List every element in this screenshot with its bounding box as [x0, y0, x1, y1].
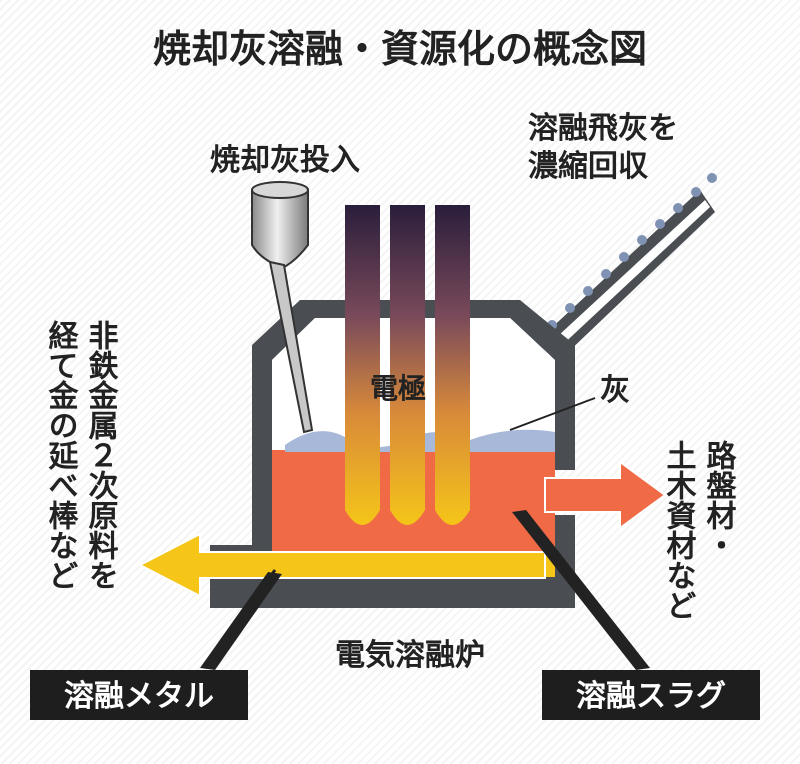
- roadbed-label-line2: 土木資材など: [661, 440, 698, 620]
- input-label: 焼却灰投入: [210, 143, 360, 178]
- diagram-title: 焼却灰溶融・資源化の概念図: [153, 27, 647, 71]
- furnace-label: 電気溶融炉: [335, 638, 485, 673]
- slag-pointer-line: [512, 510, 650, 670]
- electrode-1: [345, 205, 380, 525]
- molten-slag-plate: [542, 670, 760, 720]
- metal-outflow-arrow: [137, 532, 546, 598]
- molten-metal-label: 溶融メタル: [64, 679, 214, 714]
- ash-callout-line: [509, 397, 596, 431]
- slag-outflow-arrow: [544, 460, 667, 530]
- molten-metal-plate: [30, 670, 248, 720]
- molten-slag-label: 溶融スラグ: [576, 679, 726, 714]
- ash-input-hopper: [251, 181, 314, 434]
- roadbed-label-line1: 路盤材・: [701, 440, 737, 560]
- ash-label: 灰: [600, 373, 630, 408]
- metal-label-line1: 非鉄金属２次原料を: [83, 320, 120, 590]
- electrode-label: 電極: [370, 372, 426, 405]
- electrode-2: [390, 205, 425, 525]
- fly-ash-label-line2: 濃縮回収: [528, 149, 649, 184]
- fly-ash-label-line1: 溶融飛灰を: [528, 111, 678, 146]
- electrodes: [345, 205, 470, 525]
- metal-label-line2: 経て金の延べ棒など: [43, 319, 80, 590]
- electrode-3: [435, 205, 470, 525]
